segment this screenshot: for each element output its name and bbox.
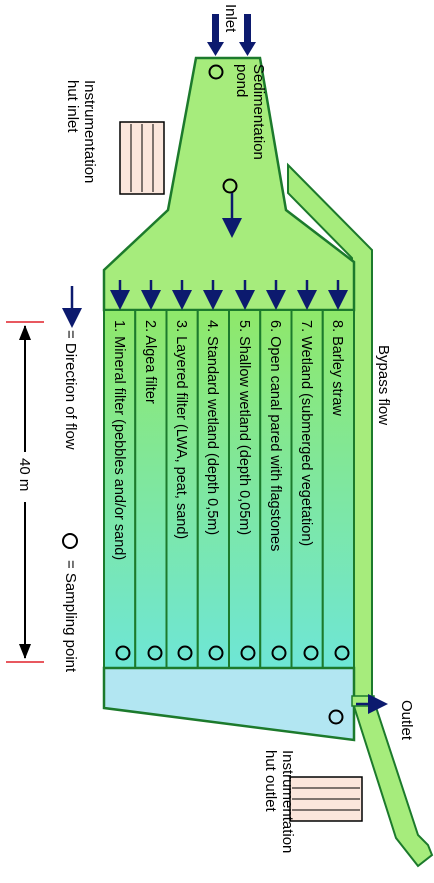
bypass-channel <box>287 162 434 868</box>
channel-label: 3. Layered filter (LWA, peat, sand) <box>173 320 189 539</box>
scale-label: 40 m <box>16 458 33 491</box>
channel-label: 5. Shallow wetland (depth 0,05m) <box>236 320 252 535</box>
sampling-point-icon <box>208 64 224 80</box>
instrumentation-hut-inlet-label: Instrumentation <box>81 80 98 183</box>
legend-direction-of-flow: = Direction of flow <box>62 330 79 450</box>
channel-3 <box>165 309 199 669</box>
sampling-point-icon <box>328 709 344 725</box>
instrumentation-hut-outlet <box>289 776 363 822</box>
sampling-point-icon <box>303 645 319 661</box>
sampling-point-icon <box>177 645 193 661</box>
instrumentation-hut-inlet-label: hut inlet <box>64 80 81 133</box>
instrumentation-hut-inlet <box>119 121 165 195</box>
channel-label: 8. Barley straw <box>329 320 345 416</box>
sedimentation-pond-label: pond <box>233 64 250 97</box>
sedimentation-pond-label: Sedimentation <box>250 64 267 160</box>
sampling-point-icon <box>240 645 256 661</box>
channel-4 <box>196 309 230 669</box>
sampling-point-icon <box>208 645 224 661</box>
sampling-point-icon <box>147 645 163 661</box>
outlet-label: Outlet <box>398 700 415 741</box>
channel-6 <box>259 309 293 669</box>
sampling-point-icon <box>62 533 78 549</box>
channels <box>103 309 355 669</box>
scale-bar: 40 m <box>6 321 44 663</box>
channel-label: 6. Open canal pared with flagstones <box>267 320 283 551</box>
sampling-point-icon <box>271 645 287 661</box>
channel-label: 1. Mineral filter (pebbles and/or sand) <box>111 320 127 560</box>
legend: = Direction of flow = Sampling point <box>62 286 82 673</box>
inlet-label: Inlet <box>222 4 239 33</box>
legend-sampling-point: = Sampling point <box>62 560 79 673</box>
channel-labels: 1. Mineral filter (pebbles and/or sand) … <box>111 320 345 560</box>
channel-label: 4. Standard wetland (depth 0,5m) <box>204 320 220 535</box>
sampling-point-icon <box>115 645 131 661</box>
channel-label: 2. Algea filter <box>142 320 158 404</box>
channel-sampling-points <box>115 645 350 661</box>
instrumentation-hut-outlet-label: hut outlet <box>262 750 279 813</box>
channel-label: 7. Wetland (submerged vegetation) <box>298 320 314 546</box>
sampling-point-icon <box>222 178 238 194</box>
bypass-flow-label: Bypass flow <box>375 345 392 425</box>
channel-flow-arrows <box>110 280 348 310</box>
sampling-point-icon <box>334 645 350 661</box>
instrumentation-hut-outlet-label: Instrumentation <box>279 750 296 853</box>
inlet-arrow-icon <box>207 14 256 56</box>
outlet-basin <box>102 666 356 742</box>
channel-1 <box>103 309 137 669</box>
